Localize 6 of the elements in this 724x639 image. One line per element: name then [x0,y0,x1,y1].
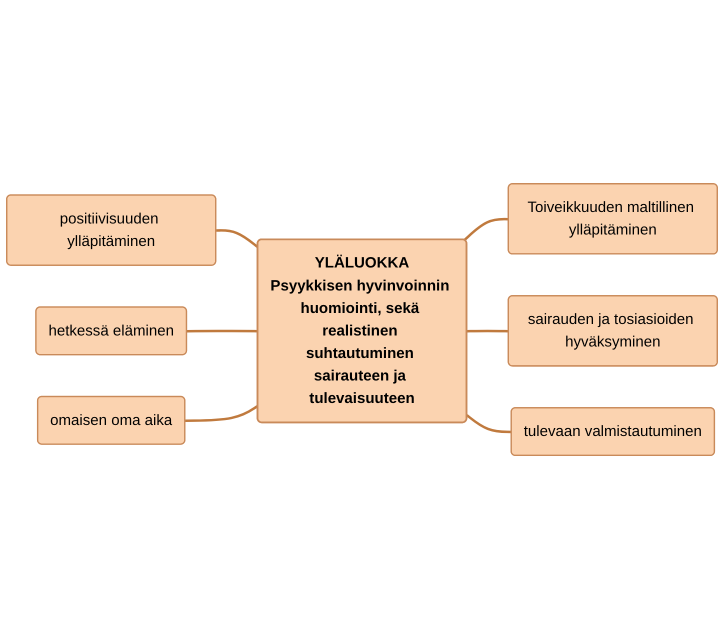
connector [216,229,259,248]
connector [464,218,509,241]
connector [185,404,259,422]
connector [466,330,509,332]
connector [186,330,258,332]
connector [466,414,512,434]
